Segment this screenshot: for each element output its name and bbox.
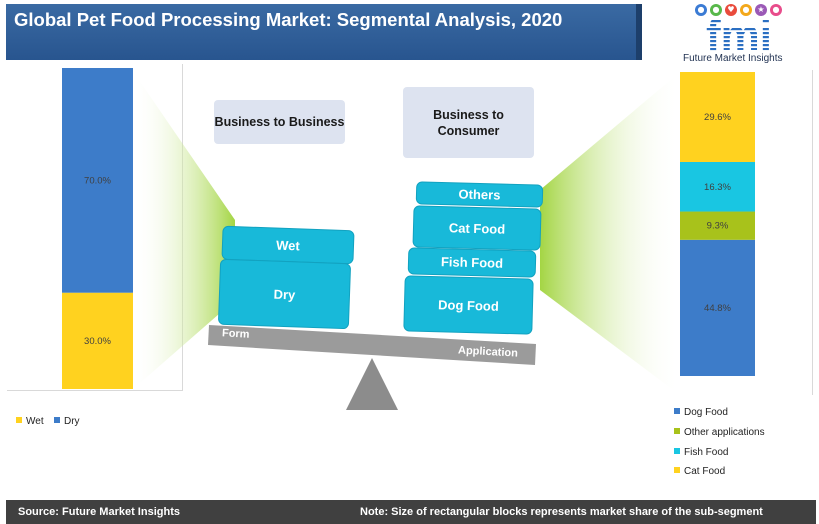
seesaw-fulcrum — [346, 358, 398, 410]
fmi-logo: ● ● ♥ ● ★ ● fmi Future Market Insights — [683, 2, 793, 66]
seesaw-plank — [208, 325, 536, 365]
legend-swatch — [16, 417, 22, 423]
logo-wordmark: fmi — [706, 12, 772, 54]
star-icon: ★ — [755, 4, 767, 16]
legend-item-dry: Dry — [54, 416, 80, 427]
dog-food-block: Dog Food — [403, 275, 534, 335]
logo-brand-text: fmi — [706, 12, 772, 54]
legend-label: Fish Food — [684, 447, 729, 458]
legend-label: Dry — [64, 416, 80, 427]
legend-item-cat-food: Cat Food — [674, 466, 725, 477]
legend-swatch — [674, 467, 680, 473]
legend-label: Wet — [26, 416, 44, 427]
paw-icon: ● — [695, 4, 707, 16]
legend-swatch — [54, 417, 60, 423]
legend-item-dog-food: Dog Food — [674, 407, 728, 418]
legend-swatch — [674, 408, 680, 414]
leaf-icon: ● — [710, 4, 722, 16]
drop-icon: ● — [740, 4, 752, 16]
application-chart-panel — [643, 70, 813, 395]
business-to-business-box: Business to Business — [214, 100, 345, 144]
cat-food-block: Cat Food — [412, 205, 542, 251]
legend-item-fish-food: Fish Food — [674, 447, 728, 458]
business-to-consumer-box: Business to Consumer — [403, 87, 534, 158]
title-banner: Global Pet Food Processing Market: Segme… — [6, 4, 642, 60]
footer-bar: Source: Future Market Insights Note: Siz… — [6, 500, 816, 524]
person-icon: ● — [770, 4, 782, 16]
seesaw-form-label: Form — [221, 327, 250, 341]
dry-block: Dry — [217, 258, 352, 330]
footer-note: Note: Size of rectangular blocks represe… — [360, 506, 763, 518]
chart-title: Global Pet Food Processing Market: Segme… — [14, 9, 563, 30]
logo-icons: ● ● ♥ ● ★ ● — [695, 4, 785, 18]
legend-label: Other applications — [684, 427, 765, 438]
heart-icon: ♥ — [725, 4, 737, 16]
legend-label: Cat Food — [684, 466, 726, 477]
legend-item-wet: Wet — [16, 416, 44, 427]
legend-swatch — [674, 428, 680, 434]
legend-label: Dog Food — [684, 407, 728, 418]
others-block: Others — [415, 181, 544, 208]
fish-food-block: Fish Food — [407, 247, 537, 278]
logo-subtitle: Future Market Insights — [683, 53, 783, 64]
legend-swatch — [674, 448, 680, 454]
legend-item-other-applications: Other applications — [674, 427, 765, 438]
footer-source: Source: Future Market Insights — [18, 506, 180, 518]
